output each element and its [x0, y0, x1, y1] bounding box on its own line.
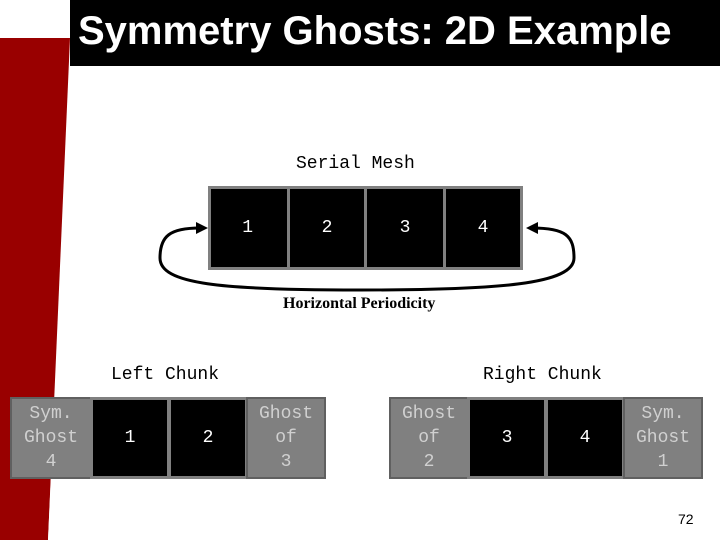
- serial-cell-2: 2: [287, 186, 367, 270]
- ghost-text-line: of: [275, 428, 297, 448]
- right-chunk-cell-3: 3: [467, 397, 547, 479]
- ghost-text-line: 2: [423, 452, 435, 472]
- right-chunk-sym-ghost: Sym. Ghost 1: [623, 397, 703, 479]
- left-chunk-cell-2: 2: [168, 397, 248, 479]
- right-chunk-cell-4: 4: [545, 397, 625, 479]
- ghost-text-line: Sym.: [641, 404, 685, 424]
- left-chunk-sym-ghost: Sym. Ghost 4: [10, 397, 92, 479]
- serial-cell-4: 4: [443, 186, 523, 270]
- right-chunk-ghost-of-2: Ghost of 2: [389, 397, 469, 479]
- ghost-text-line: 4: [45, 452, 57, 472]
- ghost-text-line: 3: [280, 452, 292, 472]
- ghost-text-line: 1: [657, 452, 669, 472]
- ghost-text-line: of: [418, 428, 440, 448]
- ghost-text-line: Ghost: [401, 404, 456, 424]
- periodicity-caption: Horizontal Periodicity: [283, 295, 436, 312]
- left-chunk-cell-1: 1: [90, 397, 170, 479]
- serial-cell-1: 1: [208, 186, 290, 270]
- ghost-text-line: Ghost: [23, 428, 78, 448]
- left-chunk-ghost-of-3: Ghost of 3: [246, 397, 326, 479]
- page-number: 72: [678, 511, 694, 527]
- ghost-text-line: Sym.: [29, 404, 73, 424]
- right-chunk-label: Right Chunk: [483, 365, 602, 385]
- ghost-text-line: Ghost: [635, 428, 690, 448]
- slide-title: Symmetry Ghosts: 2D Example: [70, 0, 720, 66]
- serial-cell-3: 3: [364, 186, 446, 270]
- ghost-text-line: Ghost: [258, 404, 313, 424]
- left-chunk-label: Left Chunk: [111, 365, 220, 385]
- serial-mesh-label: Serial Mesh: [296, 154, 415, 174]
